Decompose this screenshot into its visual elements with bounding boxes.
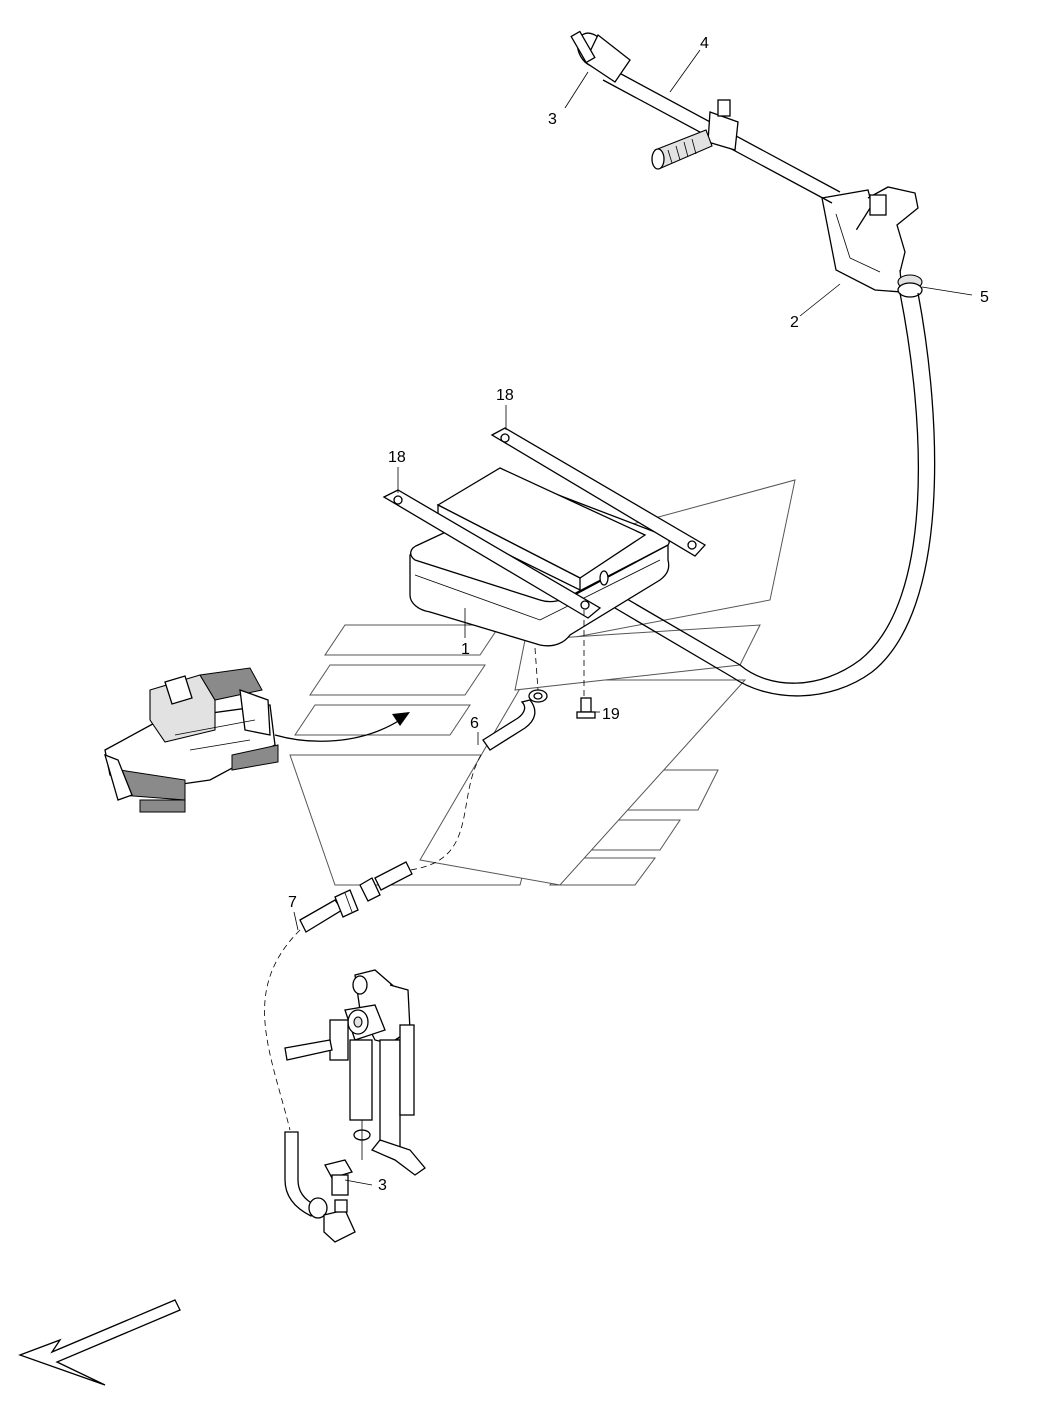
- callout-18-left: 18: [388, 449, 406, 466]
- callout-7: 7: [288, 894, 297, 911]
- fitting-3-lower: [324, 1159, 353, 1196]
- dashed-connectors: [264, 610, 585, 1131]
- strap-18-right: [490, 427, 707, 557]
- strap-18-left: [382, 489, 602, 619]
- pointer-arrow: [274, 712, 410, 742]
- hose-6: [482, 689, 548, 751]
- callout-3-bottom: 3: [378, 1177, 387, 1194]
- callout-labels: 4 3 2 5 18 18 1 6 19 7 3: [288, 35, 989, 1194]
- callout-18-right: 18: [496, 387, 514, 404]
- nozzle-grip: [821, 186, 923, 298]
- callout-5: 5: [980, 289, 989, 306]
- tank: [409, 467, 670, 647]
- callout-1: 1: [461, 641, 470, 658]
- spray-lance: [570, 30, 841, 204]
- lower-hose: [284, 1131, 356, 1243]
- callout-4: 4: [700, 35, 709, 52]
- bolt-19: [576, 697, 596, 719]
- callout-6: 6: [470, 715, 479, 732]
- callout-19: 19: [602, 706, 620, 723]
- hose-5: [597, 292, 936, 697]
- leader-lines: [293, 49, 973, 1186]
- callout-2: 2: [790, 314, 799, 331]
- coupling-7: [299, 861, 413, 933]
- valve-assembly: [284, 969, 426, 1176]
- machine-thumbnail: [104, 667, 279, 813]
- callout-3-top: 3: [548, 111, 557, 128]
- view-direction-arrow: [18, 1299, 181, 1386]
